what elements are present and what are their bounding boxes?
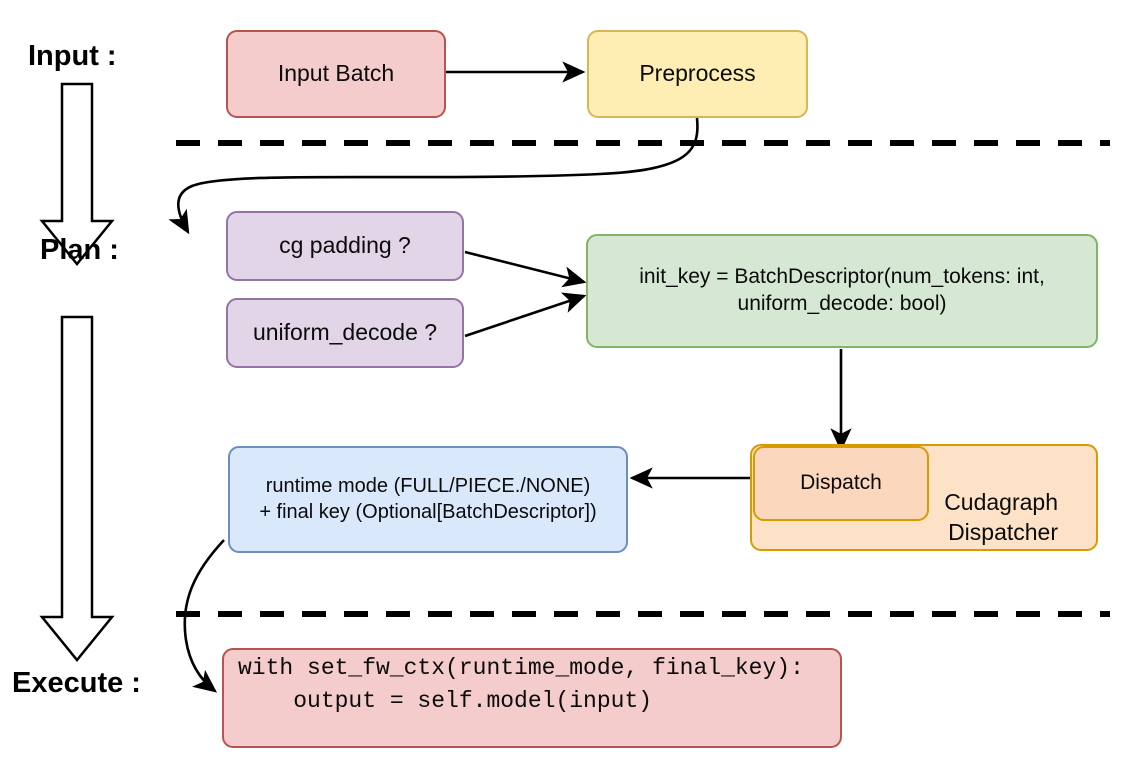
node-dispatch[interactable]: Dispatch xyxy=(753,446,929,521)
node-init-key-line2: uniform_decode: bool) xyxy=(737,292,947,315)
node-cudagraph-dispatcher-line2: Dispatcher xyxy=(948,518,1058,545)
node-execute-code-line1: with set_fw_ctx(runtime_mode, final_key)… xyxy=(238,655,804,681)
stage-label-input: Input : xyxy=(28,40,117,72)
node-cg-padding[interactable]: cg padding ? xyxy=(226,211,464,281)
node-dispatch-label: Dispatch xyxy=(800,471,882,495)
node-runtime-mode[interactable]: runtime mode (FULL/PIECE./NONE) + final … xyxy=(228,446,628,553)
stage-label-plan: Plan : xyxy=(40,234,119,266)
node-cg-padding-label: cg padding ? xyxy=(279,232,411,259)
node-cudagraph-dispatcher-line1: Cudagraph xyxy=(944,489,1058,516)
stage-label-execute: Execute : xyxy=(12,667,141,699)
connector-runtime-mode-to-execute-code xyxy=(183,539,225,693)
connector-cg-padding-to-init-key xyxy=(464,250,587,288)
node-init-key[interactable]: init_key = BatchDescriptor(num_tokens: i… xyxy=(586,234,1098,348)
node-runtime-mode-line2: + final key (Optional[BatchDescriptor]) xyxy=(259,500,597,523)
node-uniform-decode[interactable]: uniform_decode ? xyxy=(226,298,464,368)
stage-arrow-plan-to-execute xyxy=(39,315,115,662)
node-uniform-decode-label: uniform_decode ? xyxy=(252,319,438,346)
connector-uniform-decode-to-init-key xyxy=(464,292,587,338)
node-runtime-mode-line1: runtime mode (FULL/PIECE./NONE) xyxy=(265,474,591,497)
node-execute-code[interactable]: with set_fw_ctx(runtime_mode, final_key)… xyxy=(222,648,842,748)
node-execute-code-line2: output = self.model(input) xyxy=(238,688,653,715)
node-preprocess[interactable]: Preprocess xyxy=(587,30,808,118)
node-input-batch[interactable]: Input Batch xyxy=(226,30,446,118)
node-init-key-line1: init_key = BatchDescriptor(num_tokens: i… xyxy=(639,265,1045,289)
node-preprocess-label: Preprocess xyxy=(639,60,756,87)
node-input-batch-label: Input Batch xyxy=(277,60,395,87)
